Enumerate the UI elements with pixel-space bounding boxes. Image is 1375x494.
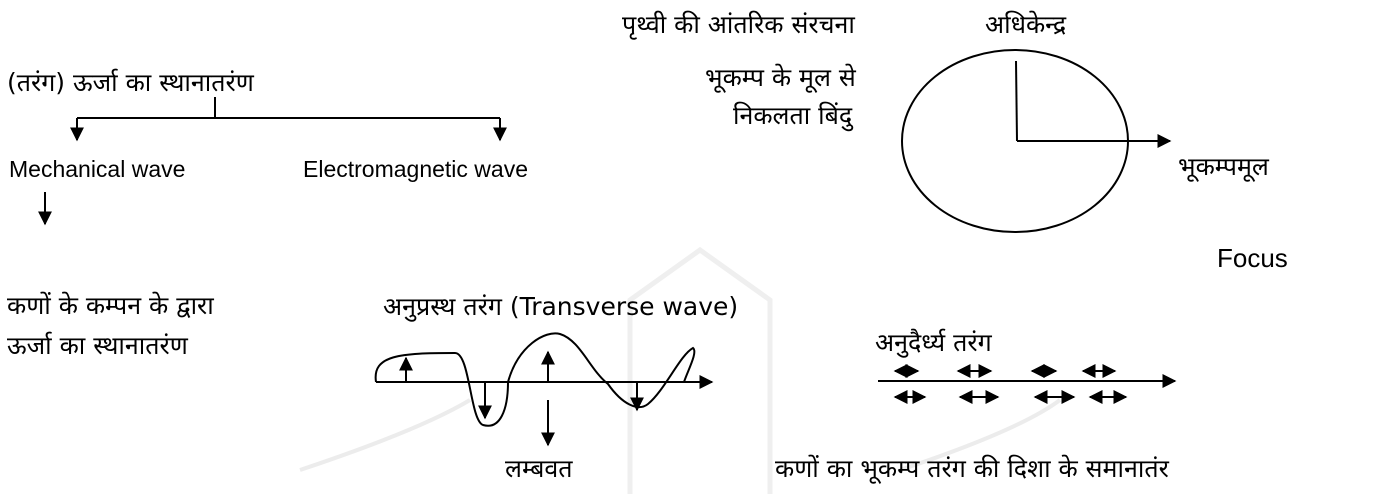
epicenter-label: अधिकेन्द्र [985,10,1067,39]
perpendicular-label: लम्बवत [505,454,573,483]
wave-energy-heading: (तरंग) ऊर्जा का स्थानातरंण [7,68,254,97]
earth-structure-title: पृथ्वी की आंतरिक संरचना [622,10,855,39]
particle-vibration-line1: कणों के कम्पन के द्वारा [7,291,214,320]
parallel-direction-label: कणों का भूकम्प तरंग की दिशा के समानातंर [775,454,1169,483]
origin-point-line1: भूकम्प के मूल से [705,63,856,92]
origin-point-line2: निकलता बिंदु [733,101,853,130]
wave-tree-connector [70,97,507,142]
earth-structure-drawing [901,49,1172,233]
longitudinal-wave-drawing [878,364,1177,404]
transverse-wave-title: अनुप्रस्थ तरंग (Transverse wave) [383,292,739,321]
focus-english-label: Focus [1217,243,1288,273]
mechanical-wave-label: Mechanical wave [9,156,186,182]
focus-hindi-label: भूकम्पमूल [1178,152,1269,181]
transverse-wave-drawing [374,332,714,447]
particle-vibration-line2: ऊर्जा का स्थानातरंण [7,331,188,360]
electromagnetic-wave-label: Electromagnetic wave [303,156,528,182]
longitudinal-wave-title: अनुदैर्ध्य तरंग [875,328,992,357]
